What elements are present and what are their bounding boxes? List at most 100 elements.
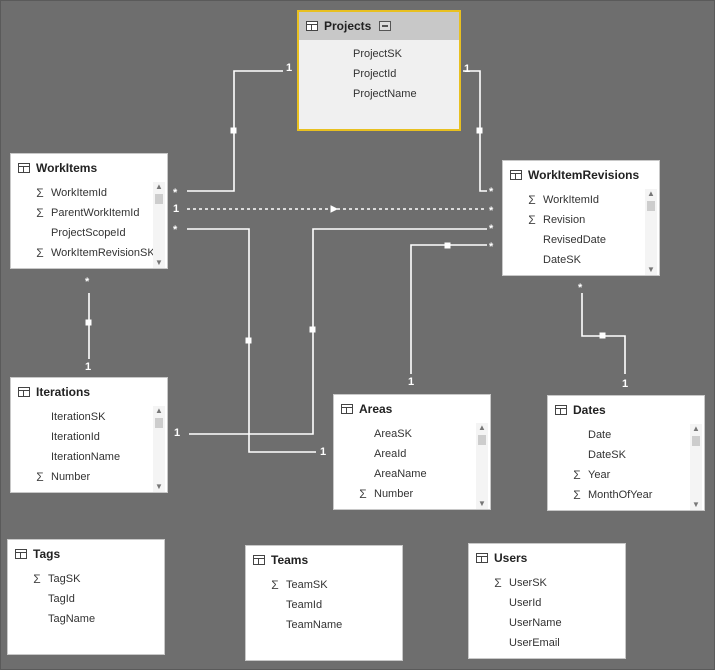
table-header[interactable]: Projects: [299, 12, 459, 40]
scroll-up-arrow-icon[interactable]: ▲: [692, 424, 700, 433]
scroll-down-arrow-icon[interactable]: ▼: [478, 499, 486, 508]
table-areas[interactable]: Areas AreaSK AreaIdAreaNameΣNumberAreaPat…: [333, 394, 491, 510]
scroll-down-arrow-icon[interactable]: ▼: [155, 482, 163, 491]
vertical-scrollbar[interactable]: ▲ ▼: [153, 406, 165, 492]
scroll-down-arrow-icon[interactable]: ▼: [692, 500, 700, 509]
field-name: TeamSK: [286, 579, 328, 591]
scroll-up-arrow-icon[interactable]: ▲: [155, 182, 163, 191]
card-label: 1: [320, 446, 327, 458]
vertical-scrollbar[interactable]: ▲ ▼: [645, 189, 657, 275]
table-icon: [555, 405, 567, 415]
field-name: DayOfMonth: [588, 509, 650, 510]
field-row[interactable]: IterationPath: [11, 487, 167, 492]
table-title: WorkItemRevisions: [528, 168, 640, 182]
field-row[interactable]: Σ DayOfMonth: [548, 505, 704, 510]
scroll-thumb[interactable]: [647, 201, 655, 211]
scroll-down-arrow-icon[interactable]: ▼: [647, 265, 655, 274]
card-label: *: [578, 282, 583, 294]
field-row[interactable]: Date: [548, 425, 704, 445]
field-row[interactable]: AreaName: [334, 464, 490, 484]
field-row[interactable]: RevisedDate: [503, 230, 659, 250]
table-header[interactable]: WorkItemRevisions: [503, 161, 659, 189]
scroll-thumb[interactable]: [155, 194, 163, 204]
scroll-thumb[interactable]: [478, 435, 486, 445]
field-row[interactable]: TagName: [8, 609, 164, 629]
collapse-icon[interactable]: [379, 21, 392, 31]
table-dates[interactable]: Dates DateDateSKΣYearΣMonthOfYearΣ DayOfM…: [547, 395, 705, 511]
field-row[interactable]: UserEmail: [469, 633, 625, 653]
card-label: 1: [622, 378, 629, 390]
field-row[interactable]: IterationName: [11, 447, 167, 467]
scroll-thumb[interactable]: [155, 418, 163, 428]
scroll-down-arrow-icon[interactable]: ▼: [155, 258, 163, 267]
field-row[interactable]: RevisedSK: [11, 263, 167, 268]
table-title: Users: [494, 551, 528, 565]
table-header[interactable]: WorkItems: [11, 154, 167, 182]
vertical-scrollbar[interactable]: ▲ ▼: [153, 182, 165, 268]
scroll-thumb[interactable]: [692, 436, 700, 446]
field-row[interactable]: UserName: [469, 613, 625, 633]
table-header[interactable]: Dates: [548, 396, 704, 424]
field-row[interactable]: ProjectName: [299, 84, 459, 104]
vertical-scrollbar[interactable]: ▲ ▼: [476, 423, 488, 509]
sigma-icon: Σ: [570, 508, 584, 510]
field-name: UserName: [509, 617, 562, 629]
field-row[interactable]: AreaPath: [334, 504, 490, 509]
field-name: IterationPath: [51, 491, 113, 492]
field-row[interactable]: UserId: [469, 593, 625, 613]
table-icon: [253, 555, 265, 565]
field-row[interactable]: DateSK: [503, 250, 659, 270]
scroll-up-arrow-icon[interactable]: ▲: [478, 423, 486, 432]
field-name: AreaId: [374, 448, 407, 460]
field-name: Number: [51, 471, 91, 483]
field-row[interactable]: ProjectSK: [299, 44, 459, 64]
field-name: ProjectName: [353, 88, 417, 100]
field-row[interactable]: IterationSK: [11, 407, 167, 427]
field-row[interactable]: ProjectId: [299, 64, 459, 84]
field-row[interactable]: TeamName: [246, 615, 402, 635]
table-header[interactable]: Teams: [246, 546, 402, 574]
card-label: *: [489, 241, 494, 253]
field-row[interactable]: TeamId: [246, 595, 402, 615]
sigma-icon: Σ: [36, 246, 44, 260]
field-row[interactable]: TagId: [8, 589, 164, 609]
field-row[interactable]: DateSK: [548, 445, 704, 465]
table-header[interactable]: Tags: [8, 540, 164, 568]
field-row[interactable]: AreaSK: [334, 424, 490, 444]
field-row[interactable]: IterationId: [11, 427, 167, 447]
vertical-scrollbar[interactable]: ▲ ▼: [690, 424, 702, 510]
field-row[interactable]: IsCurrent: [503, 270, 659, 275]
table-header[interactable]: Areas: [334, 395, 490, 423]
table-header[interactable]: Iterations: [11, 378, 167, 406]
scroll-up-arrow-icon[interactable]: ▲: [647, 189, 655, 198]
table-header[interactable]: Users: [469, 544, 625, 572]
field-name: WorkItemRevisionSK: [51, 247, 155, 259]
scroll-up-arrow-icon[interactable]: ▲: [155, 406, 163, 415]
table-icon: [341, 404, 353, 414]
field-row[interactable]: AreaId: [334, 444, 490, 464]
field-row[interactable]: Σ WorkItemRevisionSK: [11, 243, 167, 263]
field-row[interactable]: ProjectScopeId: [11, 223, 167, 243]
